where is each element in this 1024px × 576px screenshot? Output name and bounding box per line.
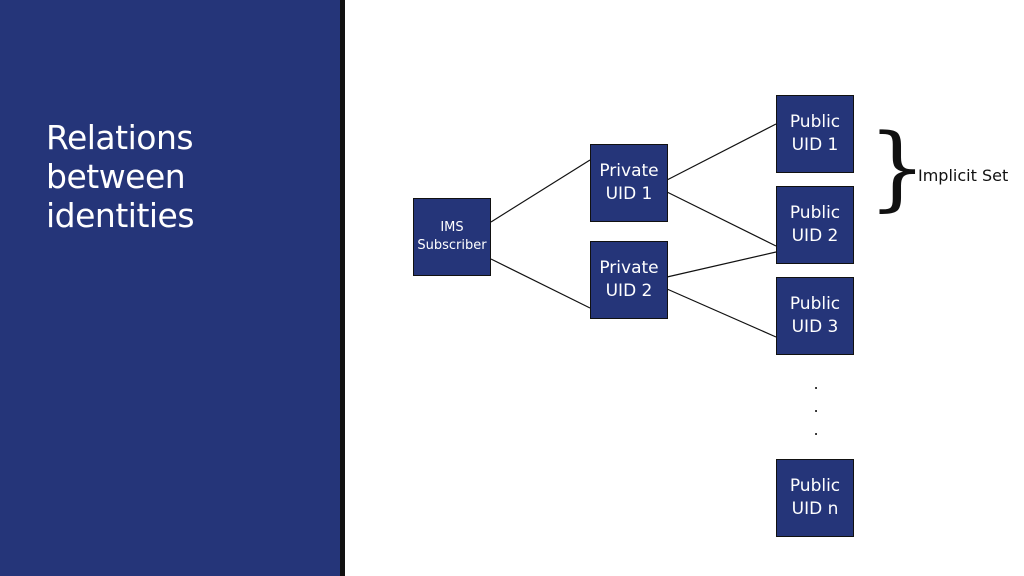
connector-ims-to-private-1 [490, 159, 591, 223]
connector-ims-to-private-2 [490, 258, 591, 309]
node-public-uid-1: Public UID 1 [776, 95, 854, 173]
node-ims-subscriber: IMS Subscriber [413, 198, 491, 276]
connector-private-1-to-public-2 [666, 191, 777, 247]
node-public-uid-2: Public UID 2 [776, 186, 854, 264]
ellipsis-more-uids: . . . [813, 374, 819, 439]
connector-private-2-to-public-3 [666, 288, 777, 338]
node-private-uid-2: Private UID 2 [590, 241, 668, 319]
panel-divider [340, 0, 345, 576]
implicit-set-brace: } [868, 114, 927, 221]
slide-title: Relations between identities [46, 118, 195, 235]
node-public-uid-n: Public UID n [776, 459, 854, 537]
connector-private-1-to-public-1 [666, 123, 777, 181]
node-private-uid-1: Private UID 1 [590, 144, 668, 222]
title-panel: Relations between identities [0, 0, 340, 576]
connector-private-2-to-public-2 [666, 251, 777, 278]
implicit-set-label: Implicit Set [918, 166, 1009, 185]
node-public-uid-3: Public UID 3 [776, 277, 854, 355]
